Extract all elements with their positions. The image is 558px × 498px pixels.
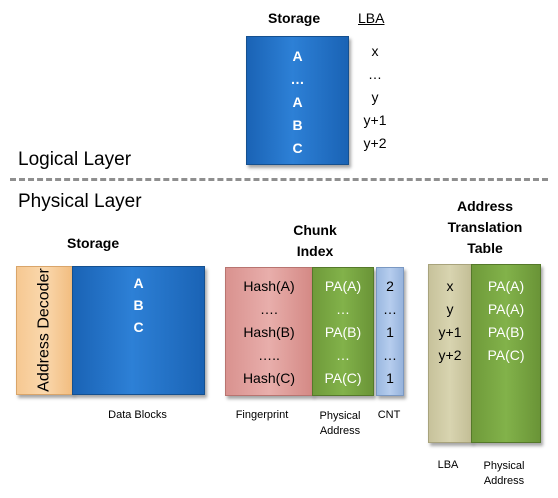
data-blocks-caption: Data Blocks [108,409,167,421]
att-lba-row: x [446,278,454,294]
logical-storage-row: C [292,140,303,156]
cnt-block: 2 … 1 … 1 [376,267,404,396]
logical-storage-row: B [292,117,303,133]
physical-storage-title: Storage [67,235,120,251]
data-block-row: A [133,275,144,291]
cnt-row: 2 [386,278,394,294]
att-pa-row: PA(A) [487,301,525,317]
att-lba-row: y+2 [438,347,462,363]
att-lba-row: y+1 [438,324,462,340]
att-pa-row: PA(C) [487,347,525,363]
cnt-caption: CNT [377,409,401,421]
chunk-pa-row: PA(A) [324,278,362,294]
address-decoder-line: Decoder [35,268,53,329]
att-lba-row: y [446,301,454,317]
fingerprint-caption: Fingerprint [235,409,289,421]
logical-lba-header: LBA [358,10,385,26]
address-decoder-line: Address [35,333,53,392]
logical-storage-row: A [292,48,303,64]
chunk-pa-row: PA(C) [324,370,362,386]
chunk-pa-row: PA(B) [324,324,362,340]
address-decoder-block: Address Decoder [16,266,73,395]
data-blocks-block: A B C [72,266,205,395]
fingerprint-row: …. [260,301,278,317]
fingerprint-row: Hash(A) [243,278,295,294]
logical-lba-row: y [371,89,379,105]
att-title-line: Table [467,240,503,256]
chunk-pa-caption: Physical Address [307,409,373,439]
att-pa-row: PA(A) [487,278,525,294]
chunk-index-title: Chunk Index [270,220,360,262]
att-pa-row: PA(B) [487,324,525,340]
att-lba-block: x y y+1 y+2 [428,264,472,443]
chunk-pa-row: … [336,347,350,363]
cnt-row: … [383,347,397,363]
fingerprint-row: Hash(B) [243,324,295,340]
att-pa-caption: Physical Address [466,459,542,489]
logical-storage-title: Storage [268,10,321,26]
physical-layer-label: Physical Layer [18,191,142,212]
logical-storage-row: … [290,71,305,87]
att-pa-caption-line: Address [483,475,525,487]
chunk-pa-row: … [336,301,350,317]
att-title-line: Translation [447,219,523,235]
logical-layer-label: Logical Layer [18,149,132,170]
fingerprint-row: ….. [258,347,280,363]
chunk-pa-caption-line: Address [319,425,361,437]
data-block-row: C [133,319,144,335]
logical-storage-row: A [292,94,303,110]
chunk-index-title-line: Index [296,243,334,259]
chunk-index-title-line: Chunk [293,222,337,238]
layer-divider [10,178,548,181]
att-pa-caption-line: Physical [483,460,525,472]
logical-lba-row: y+1 [363,112,387,128]
att-title: Address Translation Table [425,196,545,259]
logical-lba-row: y+2 [363,135,387,151]
logical-lba-row: x [371,43,379,59]
logical-storage-block: A … A B C [246,36,349,165]
chunk-pa-caption-line: Physical [319,410,361,422]
att-pa-block: PA(A) PA(A) PA(B) PA(C) [471,264,541,443]
att-lba-caption: LBA [437,459,459,471]
att-title-line: Address [456,198,514,214]
cnt-row: … [383,301,397,317]
fingerprint-block: Hash(A) …. Hash(B) ….. Hash(C) [225,267,313,396]
chunk-physical-address-block: PA(A) … PA(B) … PA(C) [312,267,374,396]
logical-lba-column: x … y y+1 y+2 [350,40,400,155]
data-block-row: B [133,297,144,313]
cnt-row: 1 [386,370,394,386]
cnt-row: 1 [386,324,394,340]
logical-lba-row: … [368,66,382,82]
fingerprint-row: Hash(C) [242,370,296,386]
